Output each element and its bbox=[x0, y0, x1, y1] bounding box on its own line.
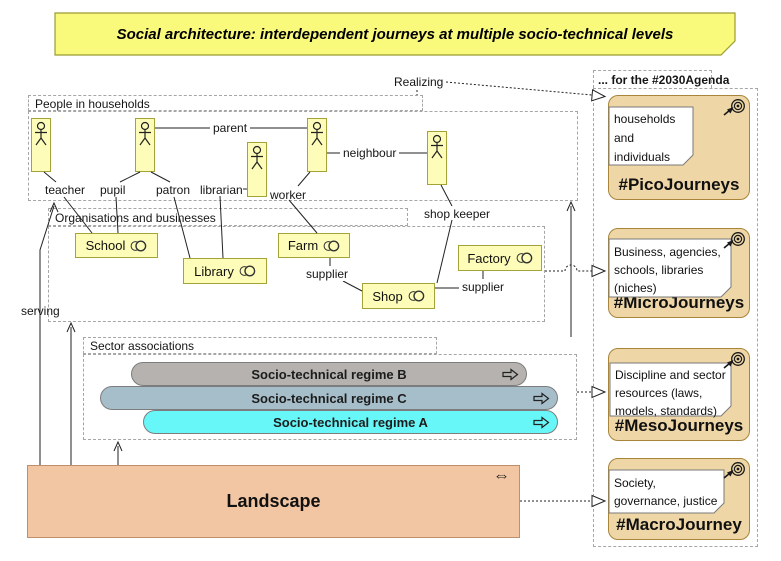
exchange-arrow-icon: ⇔ bbox=[493, 466, 510, 485]
journey-pico-tag: #PicoJourneys bbox=[618, 175, 740, 194]
actor-shop-keeper[interactable] bbox=[427, 131, 447, 185]
group-sector-body[interactable] bbox=[83, 354, 577, 440]
label-neighbour: neighbour bbox=[340, 146, 400, 160]
role-icon bbox=[408, 290, 424, 302]
group-sector-title: Sector associations bbox=[90, 339, 195, 353]
business-library-label: Library bbox=[194, 263, 234, 279]
note-macro-text: Society, governance, justice bbox=[614, 476, 718, 508]
journey-meso-tag: #MesoJourneys bbox=[614, 416, 744, 435]
regime-b[interactable]: Socio-technical regime B bbox=[131, 362, 527, 386]
group-agenda-body[interactable] bbox=[593, 88, 758, 547]
regime-b-label: Socio-technical regime B bbox=[251, 366, 407, 382]
group-orgs-tab[interactable]: Organisations and businesses bbox=[48, 208, 408, 226]
landscape-label: Landscape bbox=[226, 491, 321, 511]
label-supplier-factory: supplier bbox=[459, 280, 508, 294]
actor-pupil-patron[interactable] bbox=[135, 118, 155, 172]
label-patron: patron bbox=[156, 183, 191, 197]
label-pupil: pupil bbox=[100, 183, 126, 197]
note-pico-text: households and individuals bbox=[614, 112, 676, 164]
actor-librarian[interactable] bbox=[247, 142, 267, 197]
business-farm[interactable]: Farm bbox=[278, 233, 350, 258]
group-people-tab[interactable]: People in households bbox=[28, 95, 423, 111]
label-serving: serving bbox=[21, 304, 60, 318]
label-shop-keeper: shop keeper bbox=[424, 207, 491, 221]
business-shop[interactable]: Shop bbox=[362, 283, 435, 309]
role-icon bbox=[130, 239, 147, 252]
journey-macro-tag: #MacroJourney bbox=[616, 515, 742, 534]
role-icon bbox=[323, 239, 340, 252]
business-school-label: School bbox=[85, 238, 126, 253]
business-factory-label: Factory bbox=[467, 250, 511, 266]
forward-arrow-icon bbox=[502, 368, 519, 381]
group-sector-tab[interactable]: Sector associations bbox=[83, 337, 437, 354]
business-farm-label: Farm bbox=[287, 238, 319, 253]
forward-arrow-icon bbox=[533, 416, 550, 429]
regime-a-label: Socio-technical regime A bbox=[273, 414, 428, 430]
group-agenda-title: ... for the #2030Agenda bbox=[598, 73, 730, 87]
label-realizing: Realizing bbox=[394, 75, 444, 89]
label-worker: worker bbox=[270, 188, 307, 202]
note-micro-text: Business, agencies, schools, libraries (… bbox=[614, 245, 721, 295]
business-factory[interactable]: Factory bbox=[458, 245, 542, 271]
actor-worker[interactable] bbox=[307, 118, 327, 172]
group-orgs-title: Organisations and businesses bbox=[55, 211, 216, 225]
role-icon bbox=[516, 252, 532, 264]
business-school[interactable]: School bbox=[75, 233, 158, 258]
diagram-title: Social architecture: interdependent jour… bbox=[116, 25, 674, 43]
group-agenda-tab[interactable]: ... for the #2030Agenda bbox=[593, 70, 729, 88]
actor-teacher[interactable] bbox=[31, 118, 51, 172]
label-parent: parent bbox=[210, 121, 251, 135]
regime-c[interactable]: Socio-technical regime C bbox=[100, 386, 558, 410]
role-icon bbox=[239, 265, 256, 277]
forward-arrow-icon bbox=[533, 392, 550, 405]
note-meso-text: Discipline and sector resources (laws, m… bbox=[615, 368, 726, 418]
landscape-element[interactable]: Landscape ⇔ bbox=[27, 465, 520, 538]
business-library[interactable]: Library bbox=[183, 258, 267, 284]
label-teacher: teacher bbox=[45, 183, 86, 197]
label-supplier-farm: supplier bbox=[303, 267, 352, 281]
regime-a[interactable]: Socio-technical regime A bbox=[143, 410, 558, 434]
regime-c-label: Socio-technical regime C bbox=[251, 390, 407, 406]
business-shop-label: Shop bbox=[372, 288, 403, 304]
journey-micro-tag: #MicroJourneys bbox=[613, 293, 745, 312]
label-librarian: librarian bbox=[200, 183, 243, 197]
group-people-title: People in households bbox=[35, 97, 150, 111]
